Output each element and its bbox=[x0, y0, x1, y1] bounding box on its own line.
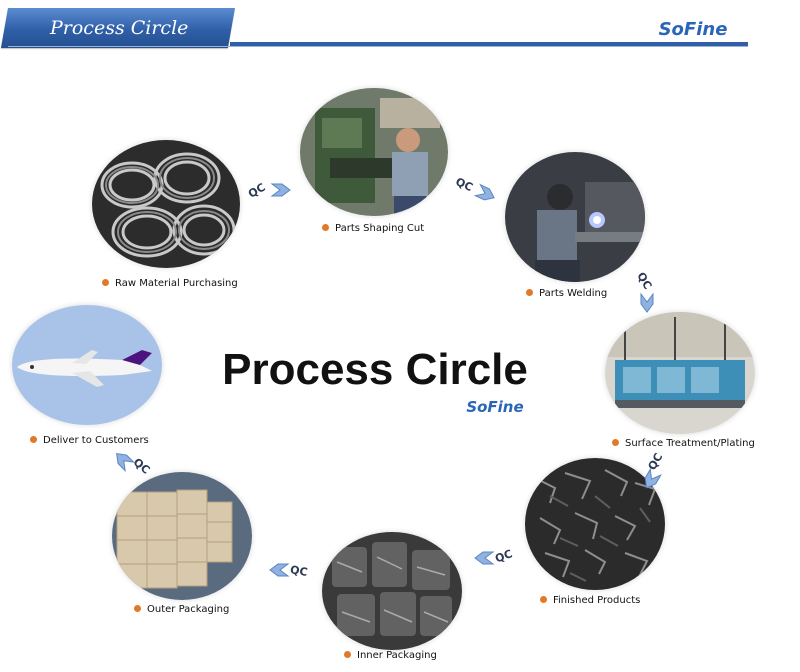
bullet-icon bbox=[30, 436, 37, 443]
brand-logo-center: SoFine bbox=[466, 398, 524, 416]
welding-photo bbox=[505, 152, 645, 282]
bullet-icon bbox=[134, 605, 141, 612]
stage-label-surface-treatment: Surface Treatment/Plating bbox=[612, 435, 755, 453]
qc-badge-2: QC bbox=[453, 175, 499, 204]
chevron-down-icon bbox=[644, 467, 662, 489]
chevron-down-icon bbox=[640, 292, 654, 313]
wire-coils-photo bbox=[92, 140, 240, 268]
stage-label-raw-material: Raw Material Purchasing bbox=[102, 275, 238, 293]
header-rule bbox=[230, 42, 748, 46]
banner-title: Process Circle bbox=[50, 17, 189, 39]
bullet-icon bbox=[540, 596, 547, 603]
bullet-icon bbox=[344, 651, 351, 658]
page-title: Process Circle bbox=[222, 345, 528, 394]
bullet-icon bbox=[322, 224, 329, 231]
carton-boxes-photo bbox=[112, 472, 252, 600]
qc-badge-3: QC bbox=[630, 270, 660, 315]
wire-parts-photo bbox=[525, 458, 665, 590]
chevron-left-icon bbox=[474, 551, 495, 565]
stage-label-inner-packaging: Inner Packaging bbox=[344, 647, 437, 665]
bullet-icon bbox=[612, 439, 619, 446]
stage-label-welding: Parts Welding bbox=[526, 285, 607, 303]
chevron-right-icon bbox=[473, 183, 495, 201]
plating-line-photo bbox=[605, 312, 755, 434]
stage-label-finished-products: Finished Products bbox=[540, 592, 640, 610]
bullet-icon bbox=[526, 289, 533, 296]
header-rule-thin bbox=[8, 46, 748, 47]
fedex-plane-photo bbox=[12, 305, 162, 425]
bullet-icon bbox=[102, 279, 109, 286]
qc-badge-6: QC bbox=[268, 560, 312, 586]
brand-logo-top: SoFine bbox=[658, 19, 728, 40]
qc-badge-7: QC bbox=[112, 448, 156, 484]
stage-label-outer-packaging: Outer Packaging bbox=[134, 601, 229, 619]
chevron-up-icon bbox=[116, 453, 136, 473]
cutting-machine-photo bbox=[300, 88, 448, 216]
chevron-left-icon bbox=[269, 563, 290, 577]
qc-badge-1: QC bbox=[246, 180, 292, 206]
chevron-right-icon bbox=[270, 183, 291, 197]
qc-badge-4: QC bbox=[640, 451, 670, 492]
stage-label-deliver: Deliver to Customers bbox=[30, 432, 149, 450]
qc-badge-5: QC bbox=[473, 547, 517, 574]
stage-label-shaping-cut: Parts Shaping Cut bbox=[322, 220, 424, 238]
bagged-parts-photo bbox=[322, 532, 462, 650]
